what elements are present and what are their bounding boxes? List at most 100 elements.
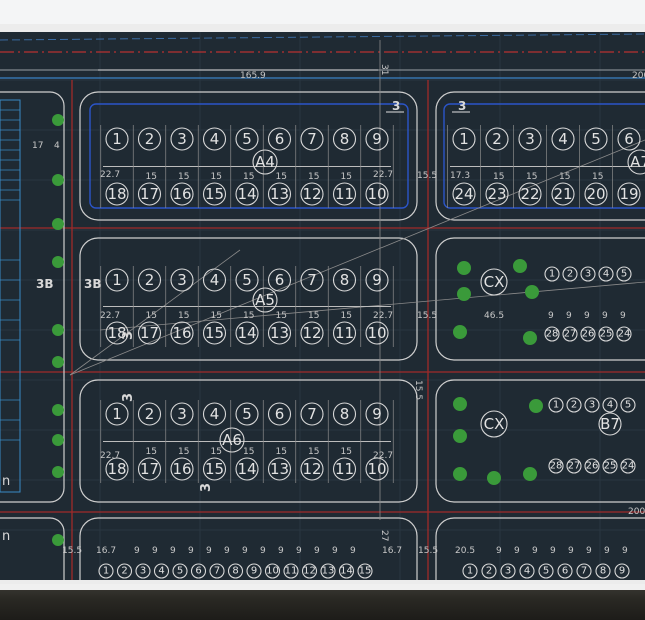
lot-circle bbox=[105, 182, 129, 206]
lot-number: 12 bbox=[302, 185, 321, 203]
small-lot-number: 7 bbox=[214, 566, 220, 577]
lot-width-dim: 15 bbox=[308, 172, 319, 182]
lot-circle bbox=[105, 127, 129, 151]
lot-circle bbox=[332, 402, 357, 426]
small-lot-circle bbox=[584, 458, 600, 474]
lot-width-dim: 15 bbox=[178, 172, 189, 182]
lot-number: 7 bbox=[307, 405, 317, 423]
small-lot-number: 15 bbox=[359, 566, 372, 577]
section-mark-3b-a: 3B bbox=[36, 277, 54, 291]
lot-number: 3 bbox=[177, 130, 187, 148]
small-lot-circle bbox=[614, 563, 630, 579]
small-lot-number: 1 bbox=[467, 566, 473, 577]
small-lot-number: 2 bbox=[486, 566, 492, 577]
small-lot-number: 26 bbox=[586, 461, 599, 472]
small-lot-number: 28 bbox=[546, 329, 559, 340]
small-lot-circle bbox=[500, 563, 516, 579]
small-lot-number: 27 bbox=[564, 329, 577, 340]
lot-width-dim: 15 bbox=[178, 311, 189, 321]
small-lot-circle bbox=[283, 563, 299, 579]
lot-circle bbox=[518, 127, 542, 151]
lot-number: 16 bbox=[172, 185, 191, 203]
lot-circle bbox=[202, 402, 227, 426]
block-label: A4 bbox=[255, 153, 275, 171]
lot-number: 1 bbox=[112, 130, 122, 148]
dim-15-5-a5: 15.5 bbox=[417, 311, 437, 321]
lot-number: 15 bbox=[205, 324, 224, 342]
cx-label-2: CX bbox=[484, 415, 505, 433]
small-lot-number: 5 bbox=[625, 400, 631, 411]
lot-number: 8 bbox=[340, 271, 350, 289]
lot-circle bbox=[551, 182, 575, 206]
lot-number: 15 bbox=[205, 185, 224, 203]
lot-circle bbox=[332, 321, 357, 345]
small-lot-number: 8 bbox=[600, 566, 606, 577]
small-lot-circle bbox=[544, 266, 560, 282]
small-lot-circle bbox=[246, 563, 262, 579]
lot-number: 10 bbox=[367, 460, 386, 478]
small-lot-circle bbox=[598, 266, 614, 282]
small-lot-number: 4 bbox=[158, 566, 164, 577]
block-label-circle bbox=[627, 149, 645, 175]
lot-number: 16 bbox=[172, 460, 191, 478]
lot-number: 13 bbox=[270, 185, 289, 203]
lot-width-dim: 15 bbox=[341, 172, 352, 182]
small-lot-number: 24 bbox=[622, 461, 635, 472]
block-outlines bbox=[0, 91, 645, 580]
lot-width-dim: 15 bbox=[243, 447, 254, 457]
small-lot-number: 7 bbox=[581, 566, 587, 577]
small-lot-circle bbox=[301, 563, 318, 579]
small-lot-number: 12 bbox=[303, 566, 316, 577]
lot-circle bbox=[300, 457, 324, 481]
lot-circle bbox=[332, 182, 357, 206]
small-lot-circle bbox=[584, 397, 600, 413]
lot-circle bbox=[137, 402, 162, 426]
dim-200-bottom: 200 bbox=[628, 507, 645, 517]
small-lot-circle bbox=[598, 326, 614, 342]
cad-drawing-canvas[interactable]: 165.9 200 31 17 bbox=[0, 32, 645, 580]
lot-circle bbox=[170, 127, 194, 151]
lot-circle bbox=[137, 321, 162, 345]
lot-circle bbox=[365, 402, 389, 426]
lot-circle bbox=[137, 127, 162, 151]
lot-number: 17 bbox=[140, 460, 159, 478]
lot-number: 21 bbox=[553, 185, 572, 203]
lot-number: 6 bbox=[624, 130, 634, 148]
window-title-strip bbox=[0, 0, 645, 25]
dim-46-5: 46.5 bbox=[484, 311, 504, 321]
lot-width-dim: 15 bbox=[308, 447, 319, 457]
blue-setbacks bbox=[89, 103, 645, 209]
lot-circle bbox=[332, 457, 357, 481]
lot-circle bbox=[202, 268, 227, 292]
lot-width-dim: 9 bbox=[566, 311, 572, 321]
lot-width-dim: 15 bbox=[243, 311, 254, 321]
small-lot-circle bbox=[462, 563, 478, 579]
dim-15-5: 15.5 bbox=[417, 171, 437, 181]
lot-circle bbox=[365, 127, 389, 151]
small-lot-number: 6 bbox=[562, 566, 568, 577]
lot-circle bbox=[551, 127, 575, 151]
small-lot-circle bbox=[481, 563, 497, 579]
dim-22-7: 22.7 bbox=[100, 170, 120, 180]
lot-circle bbox=[365, 457, 389, 481]
lot-width-dim: 15 bbox=[146, 172, 157, 182]
cx-label-1: CX bbox=[484, 273, 505, 291]
lot-circle bbox=[235, 182, 259, 206]
top-road bbox=[0, 33, 645, 79]
lot-circle bbox=[202, 321, 227, 345]
lot-circle bbox=[235, 321, 259, 345]
section-mark-3-c: 3 bbox=[121, 331, 136, 340]
lot-number: 12 bbox=[302, 460, 321, 478]
dim-17-3: 17.3 bbox=[450, 171, 470, 181]
lot-circle bbox=[452, 127, 476, 151]
small-lot-number: 6 bbox=[195, 566, 201, 577]
small-lot-number: 5 bbox=[543, 566, 549, 577]
dim-31: 31 bbox=[379, 64, 389, 75]
lot-width-dim: 15 bbox=[493, 172, 504, 182]
lot-width-dim: 15 bbox=[592, 172, 603, 182]
lot-width-dim: 15 bbox=[308, 311, 319, 321]
lot-number: 2 bbox=[145, 405, 155, 423]
